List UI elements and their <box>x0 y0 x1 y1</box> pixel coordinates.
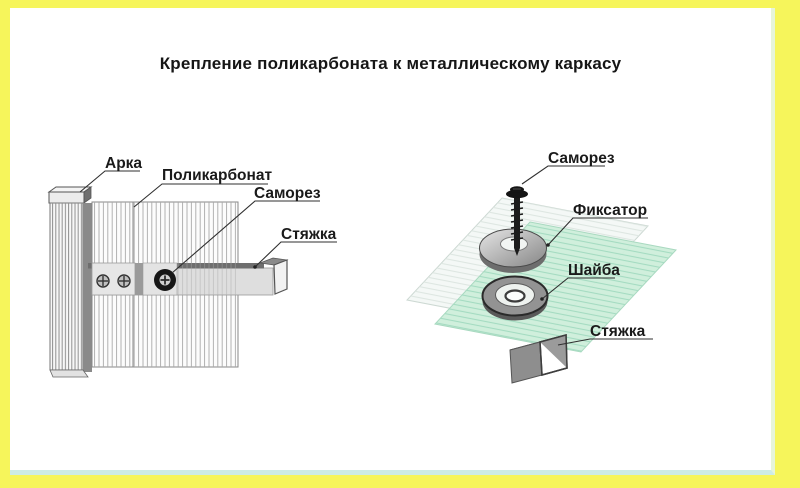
diagram-canvas <box>47 165 677 384</box>
label-tie-left: Стяжка <box>281 226 337 243</box>
small-screw-icon <box>117 274 131 288</box>
label-washer: Шайба <box>568 262 620 279</box>
self-tapping-screw-icon <box>506 186 528 256</box>
fixator <box>479 228 547 273</box>
right-diagram <box>406 165 677 384</box>
label-tie-right: Стяжка <box>590 323 646 340</box>
small-screw-icon <box>96 274 110 288</box>
tie-bar <box>88 257 289 296</box>
label-fixator: Фиксатор <box>573 202 648 219</box>
label-screw-right: Саморез <box>548 150 615 167</box>
square-tube <box>509 334 568 384</box>
green-sheet <box>434 221 677 353</box>
right-leader-lines <box>521 165 653 346</box>
label-polycarbonate: Поликарбонат <box>162 167 273 184</box>
left-diagram <box>47 170 337 378</box>
content-area: Крепление поликарбоната к металлическому… <box>10 8 775 475</box>
tie-bar-end <box>258 257 289 295</box>
page-title: Крепление поликарбоната к металлическому… <box>159 54 622 73</box>
label-arch: Арка <box>105 155 143 172</box>
arch-column <box>47 186 93 378</box>
large-screw-icon <box>154 269 176 291</box>
washer <box>481 275 549 321</box>
left-leader-lines <box>79 170 337 274</box>
label-screw-left: Саморез <box>254 185 321 202</box>
